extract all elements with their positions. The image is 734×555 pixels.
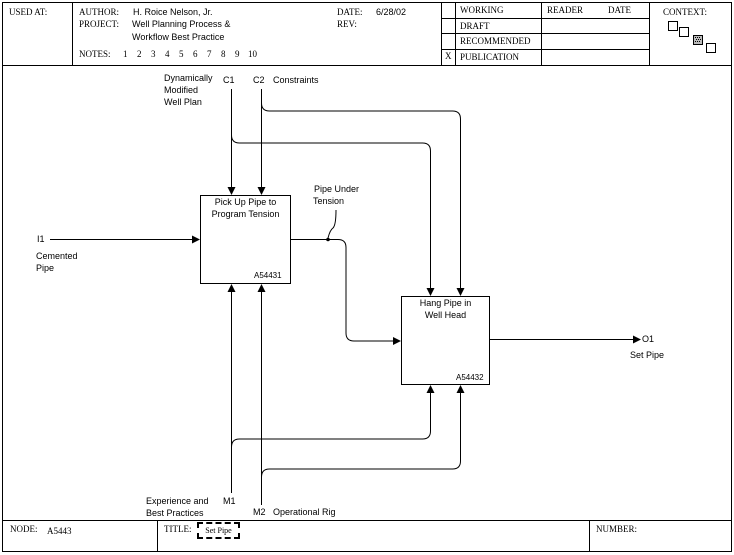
arrow-c1-to-box2 [231,134,435,296]
notes-3: 3 [151,49,156,59]
title-label: TITLE: [164,524,192,534]
date-label: DATE: [337,7,363,17]
junction-dot [326,237,330,242]
node-value: A5443 [47,526,72,536]
activity-box-pick-up-pipe[interactable] [200,195,291,284]
input-i1-code: I1 [37,234,45,244]
node-label: NODE: [10,524,38,534]
activity-box-hang-pipe[interactable] [401,296,490,385]
reader-label: READER [547,5,583,15]
used-at-label: USED AT: [9,7,48,17]
input-i1-label-line1: Cemented [36,251,78,261]
project-label: PROJECT: [79,19,120,29]
status-working: WORKING [460,5,504,15]
input-i1-label-line2: Pipe [36,263,55,273]
arrow-m1-to-box2 [231,385,435,448]
title-value[interactable]: Set Pipe [197,522,240,539]
control-c1-label-line3: Well Plan [164,97,202,107]
notes-8: 8 [221,49,226,59]
author-value: H. Roice Nelson, Jr. [133,7,213,17]
status-publication: PUBLICATION [460,52,520,62]
status-draft: DRAFT [460,21,490,31]
notes-2: 2 [137,49,142,59]
activity-2-label-line2: Well Head [424,310,467,320]
control-c1-code: C1 [223,75,235,85]
squiggle-pipe-under-tension [327,209,337,239]
mechanism-m2-code: M2 [253,507,266,517]
activity-1-label-line2: Program Tension [211,209,280,219]
intermediate-label-line1: Pipe Under [314,184,360,194]
mechanism-m1-label-line1: Experience and [146,496,209,506]
status-recommended: RECOMMENDED [460,36,531,46]
control-c1-label-line2: Modified [164,85,199,95]
notes-1: 1 [123,49,128,59]
activity-2-node-number: A54432 [456,373,484,382]
mechanism-m1-label-line2: Best Practices [146,508,204,518]
notes-4: 4 [165,49,170,59]
intermediate-label-line2: Tension [313,196,345,206]
activity-1-label-line1: Pick Up Pipe to [214,197,277,207]
rev-label: REV: [337,19,357,29]
arrow-m2-to-box2 [261,385,465,478]
notes-7: 7 [207,49,212,59]
notes-5: 5 [179,49,184,59]
activity-2-label-line1: Hang Pipe in [419,298,472,308]
project-value-line2: Workflow Best Practice [132,32,225,42]
number-label: NUMBER: [596,524,638,534]
output-o1-code: O1 [642,334,655,344]
notes-6: 6 [193,49,198,59]
notes-9: 9 [235,49,240,59]
arrow-c2-to-box2 [261,102,465,296]
notes-label: NOTES: [79,49,111,59]
activity-1-node-number: A54431 [254,271,282,280]
date-value: 6/28/02 [376,7,407,17]
control-c1-label-line1: Dynamically [164,73,213,83]
mechanism-m2-label: Operational Rig [273,507,336,517]
context-label: CONTEXT: [663,7,708,17]
output-o1-label: Set Pipe [630,350,665,360]
publication-check-mark: X [445,51,452,61]
control-c2-code: C2 [253,75,265,85]
reader-date-label: DATE [608,5,631,15]
context-diagram-icon [668,21,716,53]
mechanism-m1-code: M1 [223,496,236,506]
author-label: AUTHOR: [79,7,119,17]
notes-10: 10 [248,49,257,59]
arrow-pipe-under-tension [291,239,401,345]
control-c2-label: Constraints [273,75,319,85]
project-value-line1: Well Planning Process & [132,19,231,29]
